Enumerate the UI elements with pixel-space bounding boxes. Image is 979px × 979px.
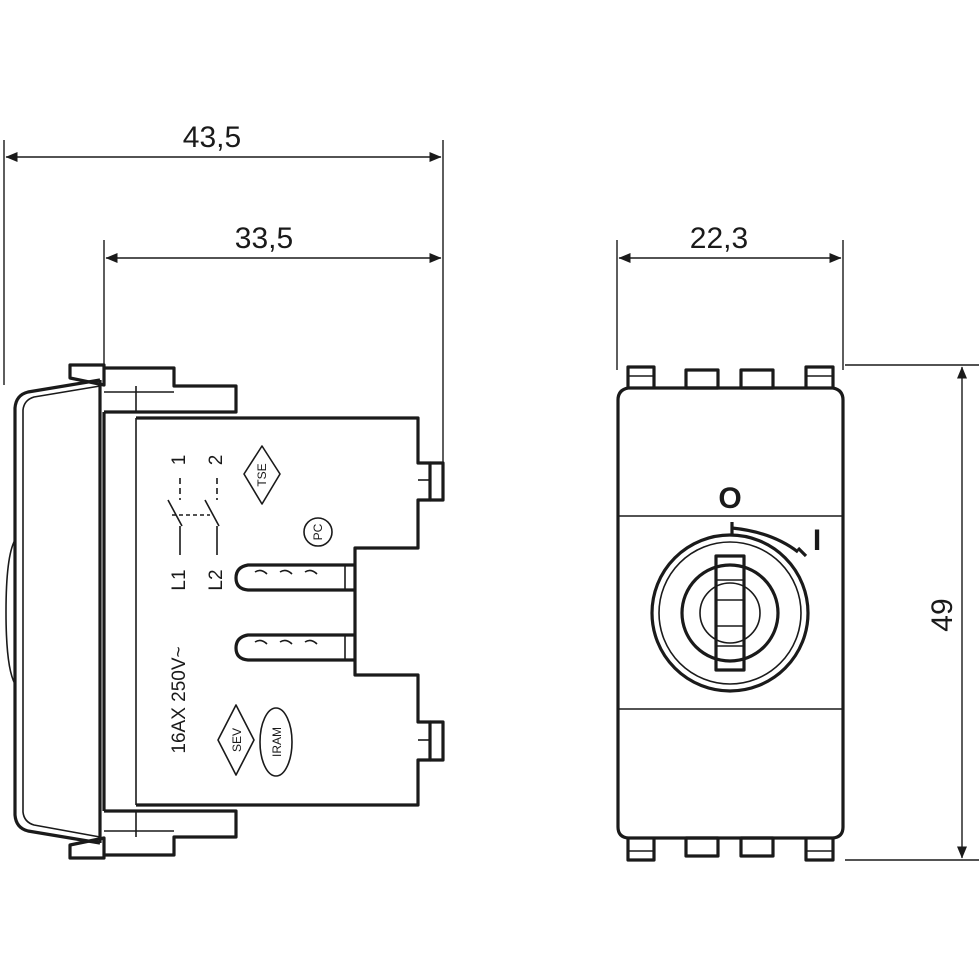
tse-mark: TSE xyxy=(243,445,281,505)
front-tabs-bottom xyxy=(626,836,835,862)
mounting-clip-bottom xyxy=(68,809,238,860)
svg-text:PC: PC xyxy=(311,523,325,540)
front-tabs-top xyxy=(626,365,835,390)
width-label: 22,3 xyxy=(690,222,748,255)
cover-profile xyxy=(5,378,102,845)
terminal-1-label: 1 xyxy=(169,455,190,466)
iram-mark: IRAM xyxy=(259,707,293,777)
overall-depth-label: 43,5 xyxy=(183,121,241,154)
wire-channel-l2 xyxy=(234,633,355,662)
terminal-2-label: 2 xyxy=(206,455,227,466)
front-view: 22,3 49 xyxy=(616,222,979,862)
mounting-clip-top xyxy=(68,363,238,414)
key-position-marks: O I xyxy=(718,482,821,558)
overall-depth-dimension: 43,5 xyxy=(3,121,444,470)
on-position-label: I xyxy=(813,524,821,557)
lock-cylinder xyxy=(650,533,810,693)
switch-schematic: 1 2 L1 L2 xyxy=(167,455,227,591)
wire-channel-l1 xyxy=(234,563,355,592)
front-plate xyxy=(616,386,845,840)
body-depth-label: 33,5 xyxy=(235,222,293,255)
switch-body xyxy=(102,412,445,811)
off-position-label: O xyxy=(718,482,741,515)
pc-mark: PC xyxy=(303,517,333,547)
rating-label: 16AX 250V~ xyxy=(169,646,190,753)
width-dimension: 22,3 xyxy=(616,222,844,370)
sev-mark: SEV xyxy=(217,704,255,776)
height-label: 49 xyxy=(926,598,959,631)
height-dimension: 49 xyxy=(845,364,979,861)
body-depth-dimension: 33,5 xyxy=(103,222,442,370)
svg-text:IRAM: IRAM xyxy=(270,727,284,757)
line-1-label: L1 xyxy=(169,569,190,590)
line-2-label: L2 xyxy=(206,569,227,590)
side-view: 43,5 33,5 xyxy=(3,121,445,860)
svg-text:SEV: SEV xyxy=(230,728,244,752)
svg-text:TSE: TSE xyxy=(255,463,269,486)
